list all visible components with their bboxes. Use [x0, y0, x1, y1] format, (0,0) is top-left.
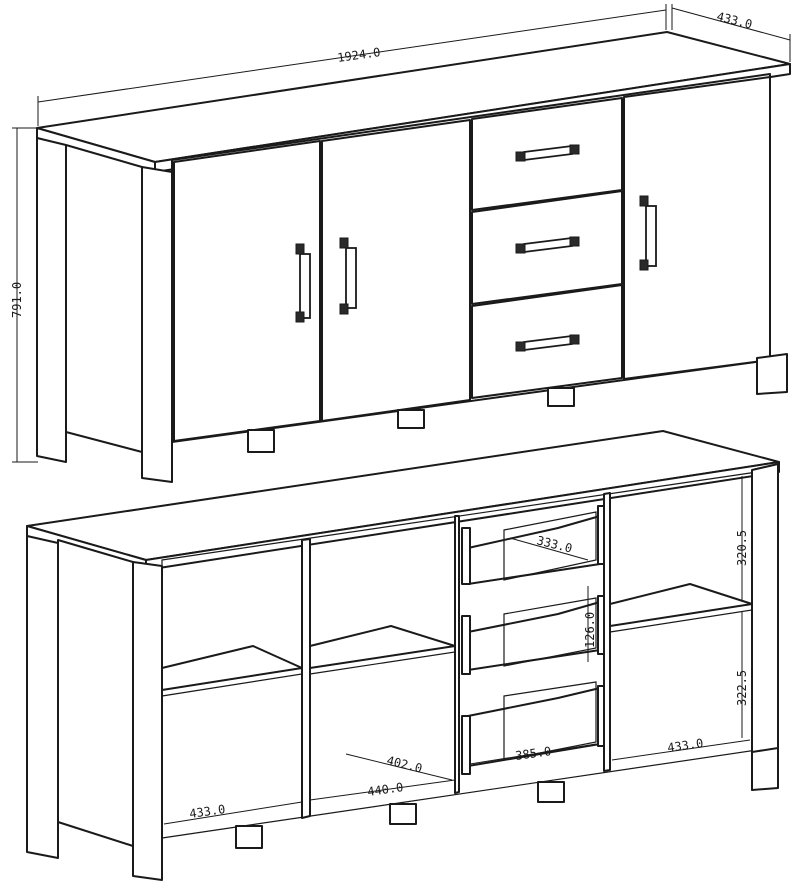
dimension-mid-depth: 402.0: [345, 753, 453, 781]
open-foot-3: [537, 781, 565, 803]
dimension-right-depth: 433.0: [611, 736, 751, 761]
open-foot-1: [235, 825, 263, 849]
mid-width-label: 440.0: [366, 780, 404, 799]
open-foot-2: [389, 803, 417, 825]
handle-drawer-top: [515, 144, 580, 162]
handle-door-center-left: [339, 237, 357, 315]
divider-2: [454, 515, 460, 794]
dimension-upper-height: 320.5: [735, 476, 749, 600]
dimension-mid-width: 440.0: [309, 779, 456, 801]
foot-2: [397, 409, 425, 429]
handle-door-left: [295, 243, 311, 323]
open-left-front-leg: [132, 561, 163, 881]
handle-drawer-bottom: [515, 334, 580, 352]
drawer-height-label: 126.0: [583, 612, 597, 648]
left-side-panel: [65, 144, 143, 453]
right-front-leg: [756, 353, 788, 395]
dimension-drawer-height: 126.0: [583, 586, 597, 662]
right-depth-label: 433.0: [666, 736, 704, 755]
open-drawer-top: [461, 505, 605, 585]
left-back-leg: [36, 137, 67, 463]
divider-3: [603, 492, 611, 772]
open-left-back-leg: [26, 535, 59, 859]
dimension-drawer-width: 385.0: [469, 743, 597, 765]
shelf-left: [161, 645, 303, 691]
divider-1: [301, 538, 311, 819]
open-left-side-panel: [57, 539, 134, 847]
closed-sideboard-view: 1924.0 433.0 791.0: [10, 4, 791, 483]
left-depth-label: 433.0: [188, 802, 226, 821]
lower-height-label: 322.5: [735, 670, 749, 706]
dimension-lower-height: 322.5: [735, 612, 749, 738]
foot-1: [247, 429, 275, 453]
open-sideboard-view: 320.5 322.5 333.0 126.0 385.0 433.0 433.…: [26, 430, 780, 881]
height-label: 791.0: [10, 282, 24, 318]
dimension-width: 1924.0: [37, 4, 667, 126]
depth-label: 433.0: [715, 9, 753, 31]
door-left: [173, 140, 321, 442]
dimension-height: 791.0: [10, 127, 38, 463]
mid-depth-label: 402.0: [385, 753, 423, 775]
shelf-right: [609, 583, 753, 627]
open-drawer-bottom: [461, 681, 605, 775]
handle-drawer-middle: [515, 236, 580, 254]
foot-3: [547, 387, 575, 407]
open-right-front-leg: [751, 745, 779, 791]
width-label: 1924.0: [336, 45, 381, 65]
shelf-center-left: [309, 625, 456, 669]
handle-door-right: [639, 195, 657, 271]
left-front-leg: [141, 166, 173, 483]
drawer-width-label: 385.0: [514, 744, 552, 763]
upper-height-label: 320.5: [735, 530, 749, 566]
open-right-side: [751, 463, 779, 753]
dimension-left-depth: 433.0: [163, 801, 303, 825]
door-center-left: [321, 119, 471, 422]
open-drawer-middle: [461, 595, 605, 675]
